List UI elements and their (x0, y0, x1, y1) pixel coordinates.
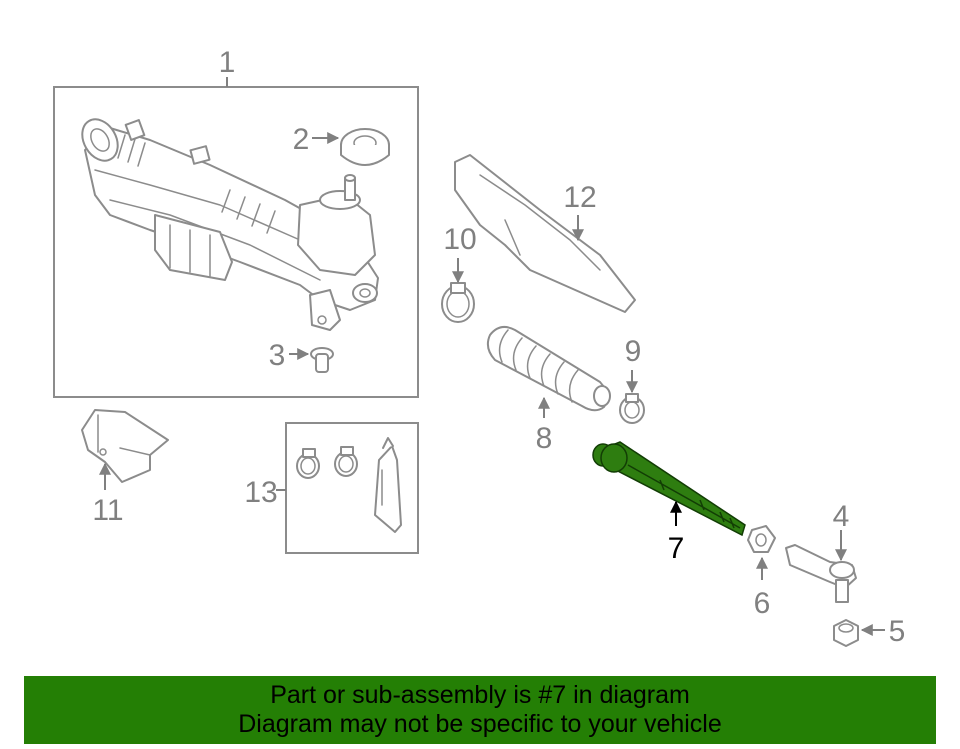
callout-6: 6 (754, 587, 771, 620)
mount-grommet (312, 128, 390, 166)
assembly-box (53, 86, 419, 398)
callout-2: 2 (293, 123, 310, 156)
banner-line-2: Diagram may not be specific to your vehi… (238, 710, 722, 738)
callout-3: 3 (269, 339, 286, 372)
callout-13: 13 (244, 476, 277, 509)
mount-bolt (289, 347, 334, 373)
rack-boot (486, 325, 611, 418)
info-banner: Part or sub-assembly is #7 in diagram Di… (24, 676, 936, 744)
callout-4: 4 (833, 500, 850, 533)
jam-nut (747, 525, 776, 580)
callout-1: 1 (219, 46, 236, 79)
kit-box (285, 422, 419, 554)
steering-gear-assembly (53, 77, 419, 398)
heat-shield (81, 409, 169, 490)
callout-10: 10 (443, 223, 476, 256)
rack-cover (454, 154, 636, 313)
boot-kit (276, 422, 419, 554)
callout-5: 5 (889, 615, 906, 648)
callout-8: 8 (536, 422, 553, 455)
banner-line-1: Part or sub-assembly is #7 in diagram (270, 681, 690, 709)
callout-9: 9 (625, 335, 642, 368)
castle-nut (833, 619, 885, 647)
outer-tie-rod-end (785, 530, 857, 603)
boot-clamp-large (441, 258, 475, 323)
boot-clamp-small (619, 370, 645, 424)
callout-12: 12 (563, 181, 596, 214)
inner-tie-rod-highlighted (592, 441, 746, 537)
callout-7: 7 (668, 532, 685, 565)
callout-11: 11 (92, 494, 123, 527)
